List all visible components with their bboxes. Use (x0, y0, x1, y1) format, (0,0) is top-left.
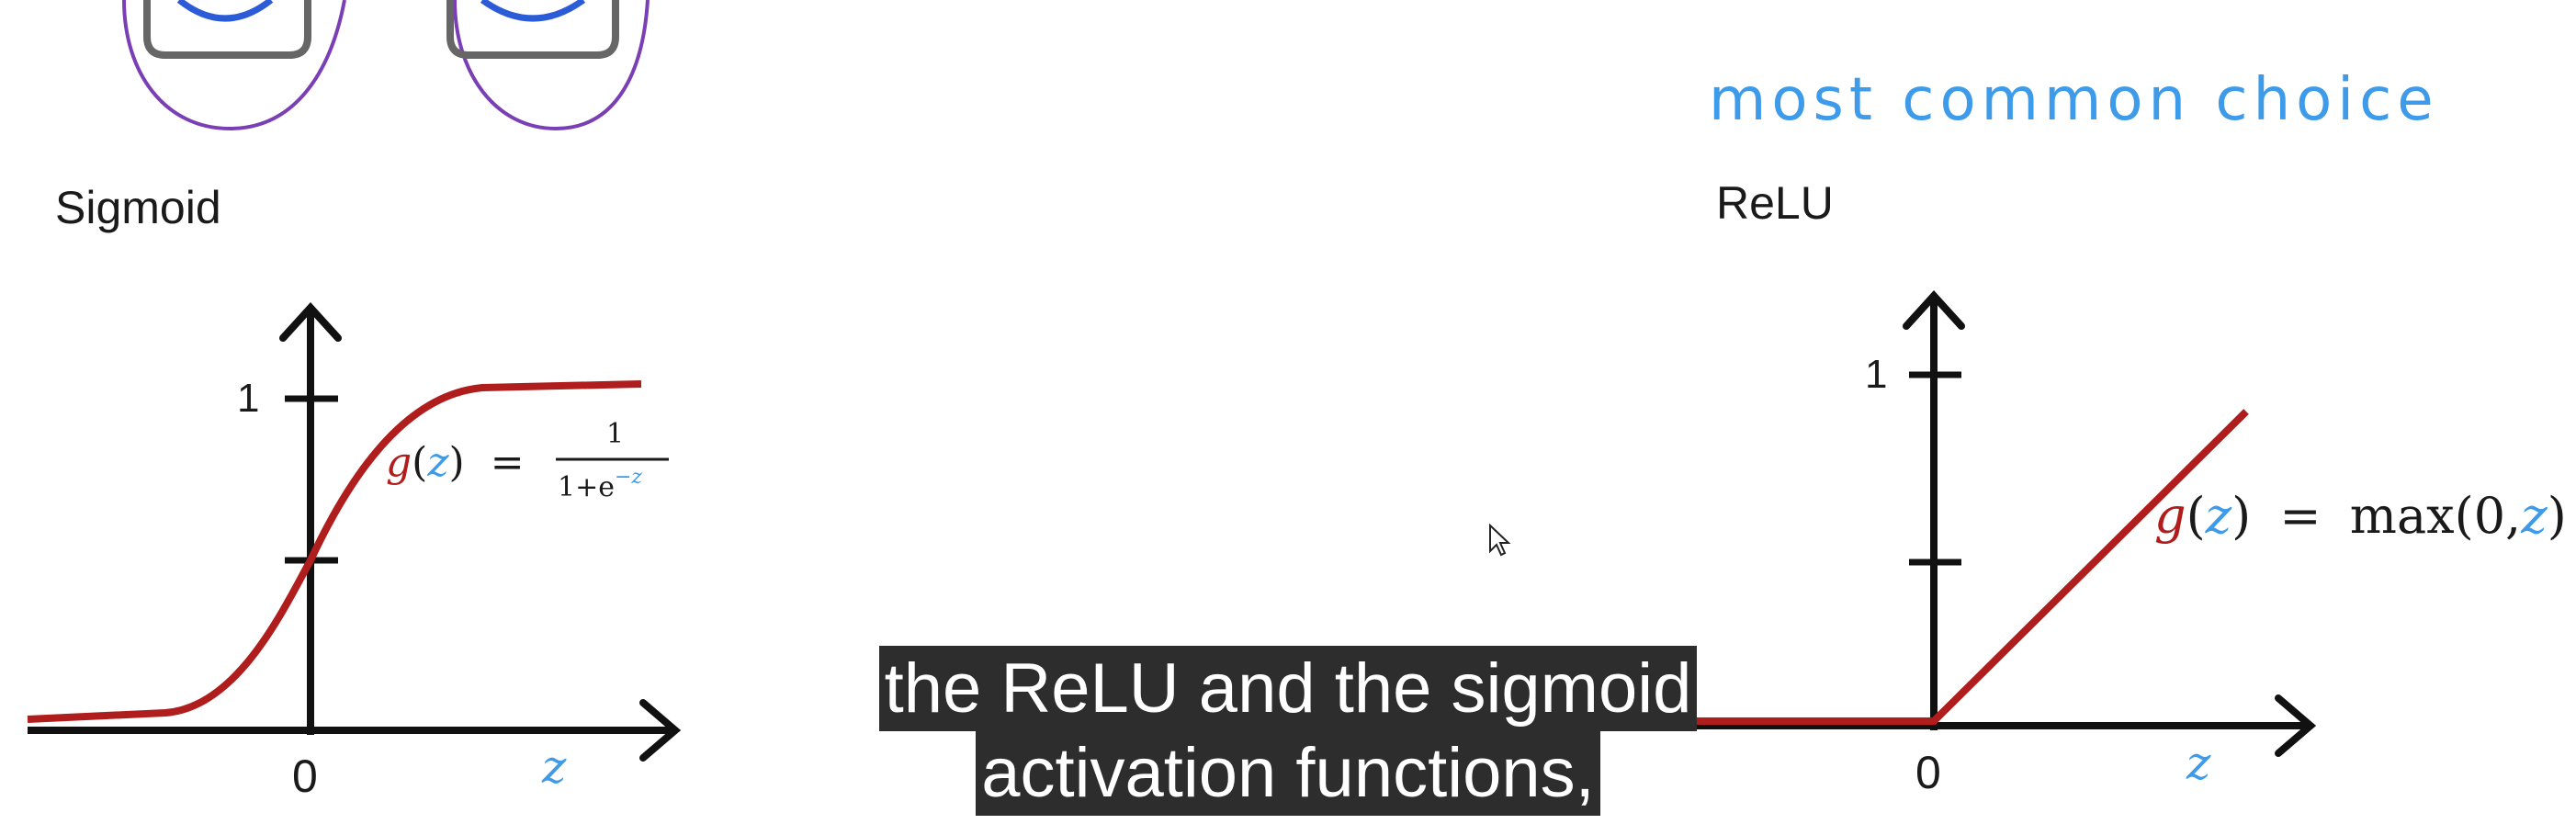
sigmoid-x-arrowhead (639, 699, 682, 762)
subtitle-line-2: activation functions, (0, 730, 2576, 816)
sigmoid-curve (27, 380, 642, 723)
svg-text:g(z) =: g(z) = (386, 439, 525, 486)
sigmoid-formula-close: ) (449, 439, 465, 486)
sigmoid-title: Sigmoid (55, 182, 221, 233)
sigmoid-formula: g(z) = 1 1+e−z (386, 418, 669, 503)
sigmoid-x-axis-label: z (541, 740, 567, 794)
relu-formula-rhs-z: z (2520, 487, 2548, 545)
svg-text:1+e−z: 1+e−z (558, 466, 642, 503)
relu-formula-rhs-end: ) (2548, 487, 2567, 545)
relu-x-arrowhead (2275, 694, 2317, 757)
subtitle-line-1-text: the ReLU and the sigmoid (878, 646, 1698, 731)
sigmoid-formula-eq: = (491, 439, 525, 486)
relu-title: ReLU (1716, 177, 1834, 229)
mouse-cursor-icon (1489, 523, 1511, 557)
relu-formula-open: ( (2186, 487, 2206, 545)
subtitle-line-1: the ReLU and the sigmoid (0, 646, 2576, 731)
relu-x-axis-label: z (2186, 737, 2211, 790)
cropped-icons (122, 0, 650, 131)
relu-curve (1663, 409, 2249, 725)
right-device-icon (446, 0, 650, 131)
sigmoid-formula-z: z (426, 439, 449, 486)
sigmoid-y-arrowhead (279, 302, 342, 342)
relu-y-tick-label: 1 (1865, 352, 1887, 397)
relu-note: most common choice (1709, 66, 2439, 134)
relu-formula-z: z (2205, 487, 2232, 545)
relu-formula: g(z) = max(0,z) (2154, 487, 2567, 545)
sigmoid-x-tick-label: 0 (292, 751, 318, 802)
sigmoid-panel: Sigmoid 1 0 z g(z) = 1 1+e−z (27, 182, 682, 802)
relu-formula-g: g (2154, 487, 2186, 545)
sigmoid-formula-numerator: 1 (606, 418, 624, 450)
sigmoid-formula-exponent: −z (615, 466, 642, 489)
relu-panel: most common choice ReLU 1 0 z g(z) = max… (1663, 66, 2567, 798)
subtitle-line-2-text: activation functions, (976, 730, 1600, 816)
sigmoid-formula-open: ( (412, 439, 427, 486)
sigmoid-formula-denominator: 1+e (558, 471, 615, 503)
sigmoid-y-tick-label: 1 (237, 376, 259, 421)
sigmoid-formula-g: g (386, 439, 412, 486)
relu-formula-max: max(0, (2350, 487, 2521, 545)
relu-x-tick-label: 0 (1915, 747, 1941, 798)
relu-formula-eq: = (2279, 487, 2321, 545)
left-device-icon (122, 0, 346, 131)
relu-y-arrowhead (1903, 290, 1965, 330)
relu-formula-close: ) (2231, 487, 2251, 545)
